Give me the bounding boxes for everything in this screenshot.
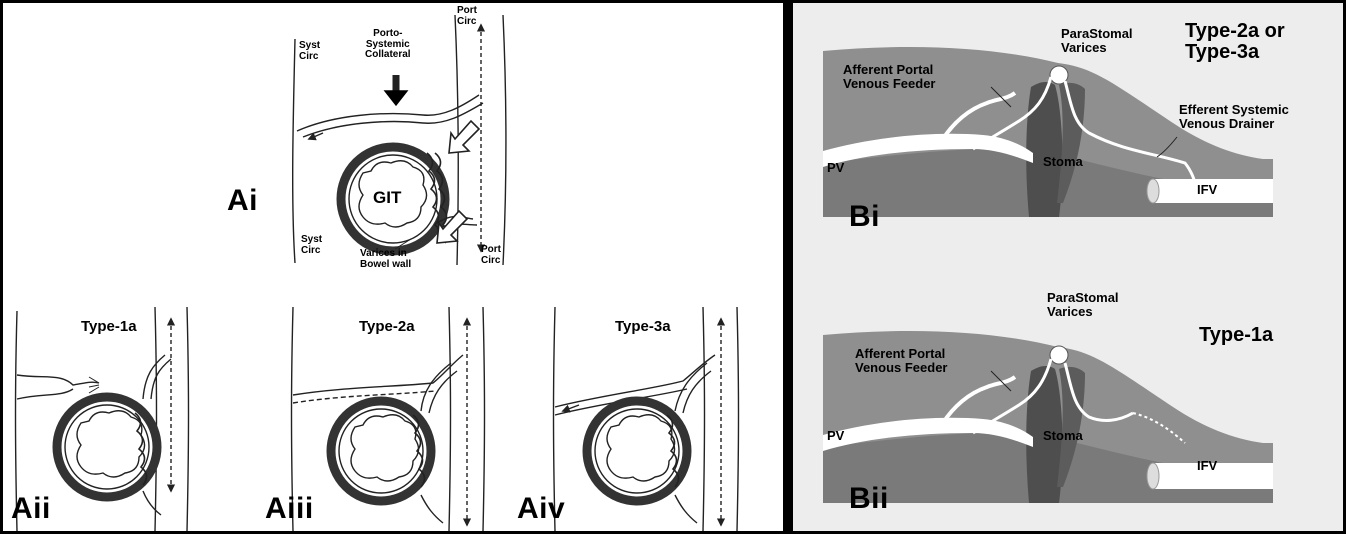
aii-panel-label: Aii [11,493,51,525]
aiii-type-label: Type-2a [359,319,415,335]
aiv-panel-label: Aiv [517,493,565,525]
bii-ifv-label: IFV [1197,459,1217,473]
bi-pv-label: PV [827,161,844,175]
aiii-panel-label: Aiii [265,493,314,525]
aiv-drawing [554,307,739,531]
ai-organ-label: GIT [373,189,401,207]
ai-panel-label: Ai [227,185,258,217]
aiii-drawing [292,307,485,531]
bii-type-label: Type-1a [1199,325,1273,346]
bii-panel-label: Bii [849,483,889,515]
aiv-type-label: Type-3a [615,319,671,335]
bi-panel-label: Bi [849,201,880,233]
bii-stoma-label: Stoma [1043,429,1083,443]
bii-pv-label: PV [827,429,844,443]
bi-ifv-label: IFV [1197,183,1217,197]
aii-type-label: Type-1a [81,319,137,335]
bi-stoma-label: Stoma [1043,155,1083,169]
